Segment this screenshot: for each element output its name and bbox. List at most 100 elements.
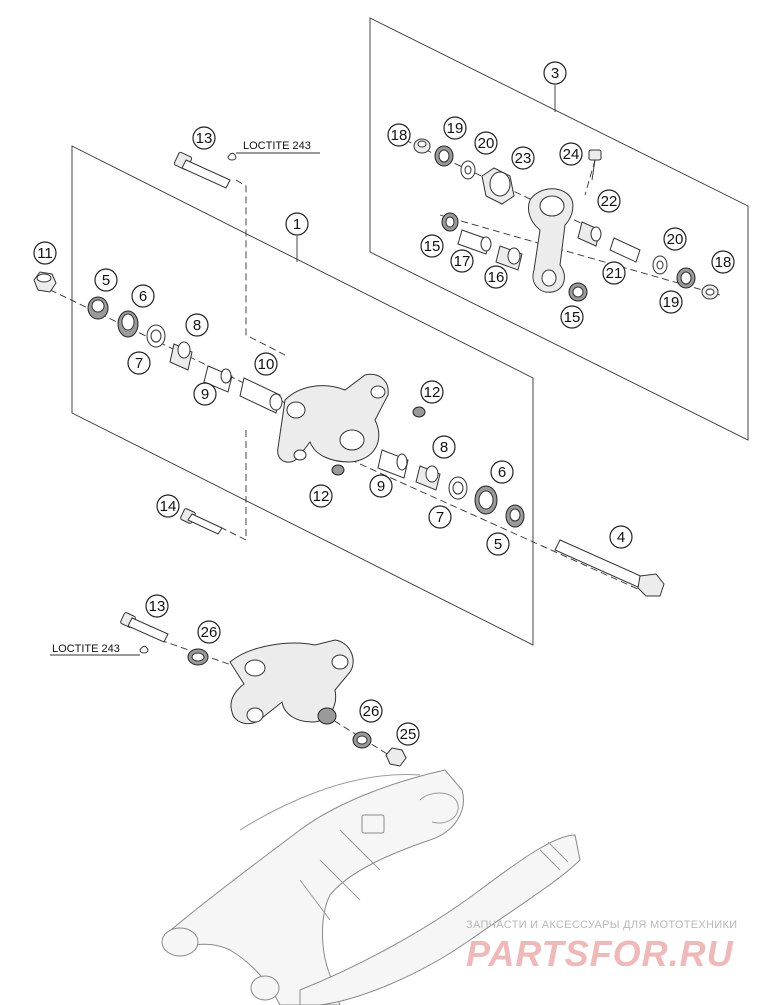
callout-c11: 11 bbox=[33, 241, 57, 265]
callout-circle bbox=[94, 268, 118, 292]
callout-number: 7 bbox=[135, 355, 143, 372]
screw-24 bbox=[588, 149, 602, 181]
callout-circle bbox=[559, 142, 583, 166]
callout-number: 6 bbox=[139, 288, 147, 305]
callout-circle bbox=[309, 484, 333, 508]
callout-number: 13 bbox=[149, 598, 166, 615]
callout-circle bbox=[474, 131, 498, 155]
axle-bolt-4 bbox=[554, 539, 665, 597]
callout-circle bbox=[285, 212, 309, 236]
callout-number: 12 bbox=[313, 488, 330, 505]
callout-number: 11 bbox=[37, 245, 53, 262]
callout-circle bbox=[711, 250, 735, 274]
nut-11 bbox=[33, 271, 57, 293]
connecting-rod-22 bbox=[527, 188, 574, 293]
callout-number: 26 bbox=[363, 703, 380, 720]
callout-c8a: 8 bbox=[185, 313, 209, 337]
callout-circle bbox=[131, 284, 155, 308]
callout-number: 17 bbox=[454, 253, 471, 270]
washer-7-right bbox=[448, 476, 468, 500]
callout-c5a: 5 bbox=[94, 268, 118, 292]
loctite-label-top: LOCTITE 243 bbox=[243, 140, 311, 152]
callout-number: 12 bbox=[424, 384, 441, 401]
callout-number: 24 bbox=[563, 146, 580, 163]
callout-circle bbox=[197, 620, 221, 644]
seal-15-upper bbox=[441, 212, 459, 232]
callout-number: 19 bbox=[447, 120, 464, 137]
callout-number: 20 bbox=[667, 231, 684, 248]
callout-c13b: 13 bbox=[145, 594, 169, 618]
callout-c15b: 15 bbox=[560, 305, 584, 329]
callout-c9b: 9 bbox=[369, 474, 393, 498]
callout-circle bbox=[33, 241, 57, 265]
seal-6-right bbox=[474, 485, 498, 515]
callout-circle bbox=[127, 351, 151, 375]
callout-circle bbox=[254, 352, 278, 376]
bushing-16 bbox=[495, 245, 523, 271]
callout-number: 15 bbox=[564, 309, 581, 326]
callout-circle bbox=[193, 382, 217, 406]
callout-c18a: 18 bbox=[387, 123, 411, 147]
bushing-9-right bbox=[377, 449, 409, 479]
callout-circle bbox=[450, 249, 474, 273]
callout-c26b: 26 bbox=[359, 699, 383, 723]
callout-c21: 21 bbox=[602, 261, 626, 285]
callout-number: 6 bbox=[498, 464, 506, 481]
callout-number: 9 bbox=[377, 478, 385, 495]
callout-circle bbox=[185, 313, 209, 337]
callout-labels: 1345566778899101112121313141515161718181… bbox=[33, 61, 735, 746]
callout-circle bbox=[156, 494, 180, 518]
callout-c18b: 18 bbox=[711, 250, 735, 274]
washer-26-left bbox=[187, 648, 209, 666]
seal-19-left bbox=[434, 145, 454, 167]
callout-number: 8 bbox=[440, 439, 448, 456]
callout-circle bbox=[387, 123, 411, 147]
callout-number: 20 bbox=[478, 135, 495, 152]
seal-19-right bbox=[676, 267, 696, 289]
grease-nipple-12-upper bbox=[412, 406, 426, 418]
callout-circle bbox=[609, 525, 633, 549]
callout-c6a: 6 bbox=[131, 284, 155, 308]
washer-7-left bbox=[146, 324, 166, 348]
callout-c7b: 7 bbox=[428, 505, 452, 529]
callout-number: 5 bbox=[102, 272, 110, 289]
callout-number: 18 bbox=[715, 254, 732, 271]
callout-circle bbox=[597, 189, 621, 213]
loctite-note-top: LOCTITE 243 bbox=[227, 140, 320, 161]
callout-circle bbox=[602, 261, 626, 285]
callout-c6b: 6 bbox=[490, 460, 514, 484]
callout-c22: 22 bbox=[597, 189, 621, 213]
callout-c4: 4 bbox=[609, 525, 633, 549]
swingarm bbox=[161, 769, 581, 1005]
callout-c20b: 20 bbox=[663, 227, 687, 251]
callout-circle bbox=[659, 290, 683, 314]
callout-circle bbox=[511, 146, 535, 170]
callout-c23: 23 bbox=[511, 146, 535, 170]
cap-18-left bbox=[413, 138, 431, 154]
sleeve-10 bbox=[239, 377, 283, 414]
callout-number: 25 bbox=[400, 726, 417, 743]
callout-number: 14 bbox=[160, 498, 177, 515]
callout-number: 8 bbox=[193, 317, 201, 334]
callout-c26a: 26 bbox=[197, 620, 221, 644]
callout-circle bbox=[432, 435, 456, 459]
bushing-9-left bbox=[203, 365, 233, 393]
callout-circle bbox=[369, 474, 393, 498]
callout-c17: 17 bbox=[450, 249, 474, 273]
callout-c1: 1 bbox=[285, 212, 309, 236]
callout-circle bbox=[192, 126, 216, 150]
bolt-14-alignment-line bbox=[217, 430, 247, 541]
callout-circle bbox=[490, 460, 514, 484]
callout-c9a: 9 bbox=[193, 382, 217, 406]
sleeve-17 bbox=[457, 229, 492, 255]
callout-c19a: 19 bbox=[443, 116, 467, 140]
callout-number: 7 bbox=[436, 509, 444, 526]
callout-circle bbox=[560, 305, 584, 329]
bushing-8-left bbox=[169, 341, 193, 371]
callout-number: 21 bbox=[606, 265, 623, 282]
callout-number: 10 bbox=[258, 356, 275, 373]
callout-c10: 10 bbox=[254, 352, 278, 376]
group-frame-3 bbox=[369, 17, 749, 441]
watermark: ЗАПЧАСТИ И АКСЕССУАРЫ ДЛЯ МОТОТЕХНИКИ PA… bbox=[466, 919, 737, 974]
callout-c13a: 13 bbox=[192, 126, 216, 150]
